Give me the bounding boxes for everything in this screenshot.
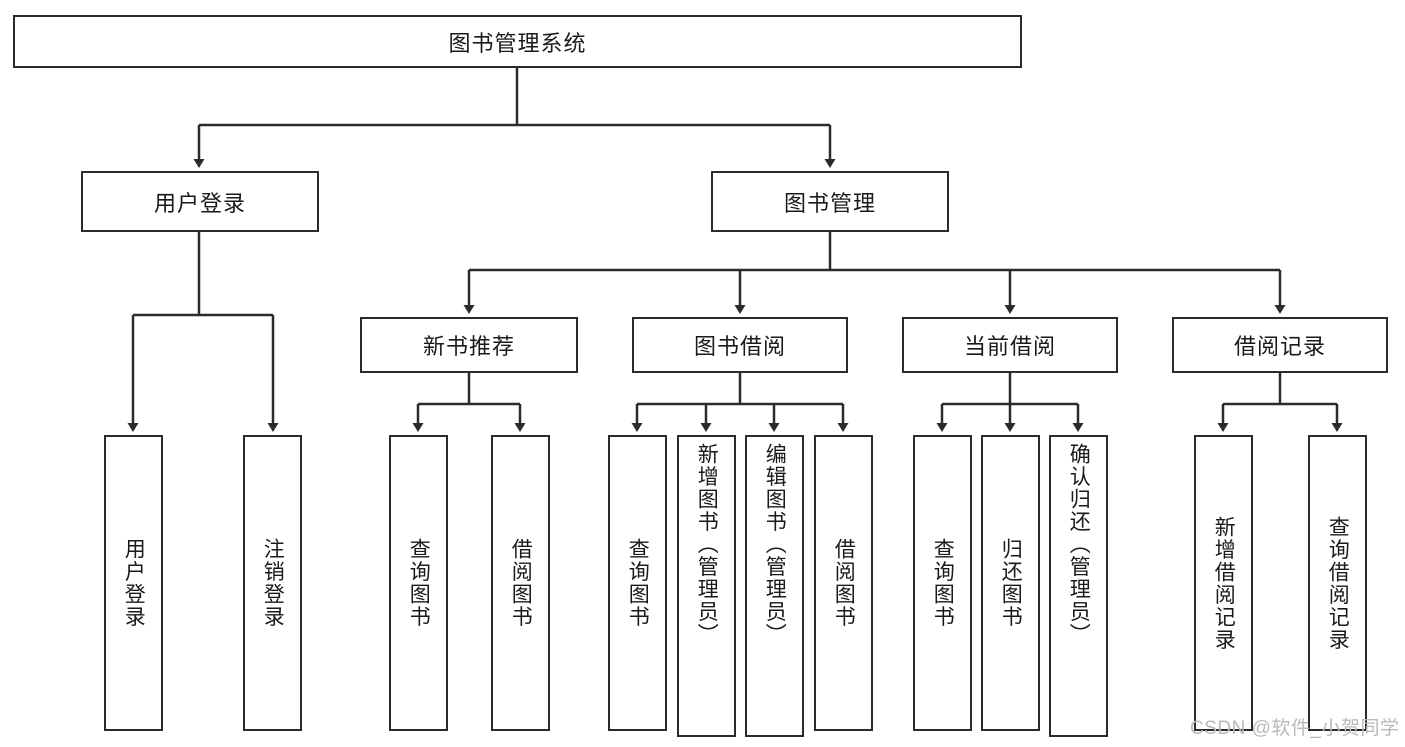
node-label: 查询借阅记录 [1326, 515, 1350, 651]
node-book-borrow[interactable]: 图书借阅 [632, 317, 848, 373]
leaf-confirm-return-admin[interactable]: 确认归还（管理员） [1049, 435, 1108, 737]
leaf-add-book-admin[interactable]: 新增图书（管理员） [677, 435, 736, 737]
leaf-add-borrow-record[interactable]: 新增借阅记录 [1194, 435, 1253, 731]
node-label: 查询图书 [931, 538, 955, 628]
node-new-book-recommend[interactable]: 新书推荐 [360, 317, 578, 373]
leaf-logout-login[interactable]: 注销登录 [243, 435, 302, 731]
node-label: 借阅图书 [509, 538, 533, 628]
node-label: 图书借阅 [693, 334, 786, 359]
leaf-edit-book-admin[interactable]: 编辑图书（管理员） [745, 435, 804, 737]
node-label: 确认归还（管理员） [1067, 443, 1091, 646]
node-label: 用户登录 [153, 190, 246, 216]
node-user-login[interactable]: 用户登录 [81, 171, 319, 232]
node-borrow-record[interactable]: 借阅记录 [1172, 317, 1388, 373]
node-book-management-system[interactable]: 图书管理系统 [13, 15, 1022, 68]
node-book-management[interactable]: 图书管理 [711, 171, 949, 232]
node-label: 新书推荐 [422, 334, 515, 359]
leaf-query-book-3[interactable]: 查询图书 [913, 435, 972, 731]
leaf-borrow-book-2[interactable]: 借阅图书 [814, 435, 873, 731]
leaf-return-book[interactable]: 归还图书 [981, 435, 1040, 731]
leaf-borrow-book-1[interactable]: 借阅图书 [491, 435, 550, 731]
node-label: 新增图书（管理员） [695, 443, 719, 646]
node-label: 图书管理系统 [448, 30, 587, 56]
leaf-query-book-1[interactable]: 查询图书 [389, 435, 448, 731]
node-label: 新增借阅记录 [1212, 515, 1236, 651]
node-label: 借阅图书 [832, 538, 856, 628]
node-current-borrow[interactable]: 当前借阅 [902, 317, 1118, 373]
leaf-query-borrow-record[interactable]: 查询借阅记录 [1308, 435, 1367, 731]
node-label: 图书管理 [783, 190, 876, 216]
node-label: 查询图书 [626, 538, 650, 628]
node-label: 当前借阅 [963, 334, 1056, 359]
leaf-user-login[interactable]: 用户登录 [104, 435, 163, 731]
csdn-watermark: CSDN @软件_小贺同学 [1190, 718, 1400, 739]
leaf-query-book-2[interactable]: 查询图书 [608, 435, 667, 731]
node-label: 编辑图书（管理员） [763, 443, 787, 646]
node-label: 查询图书 [407, 538, 431, 628]
node-label: 注销登录 [261, 538, 285, 628]
node-label: 借阅记录 [1233, 334, 1326, 359]
node-label: 用户登录 [122, 538, 146, 628]
node-label: 归还图书 [999, 538, 1023, 628]
